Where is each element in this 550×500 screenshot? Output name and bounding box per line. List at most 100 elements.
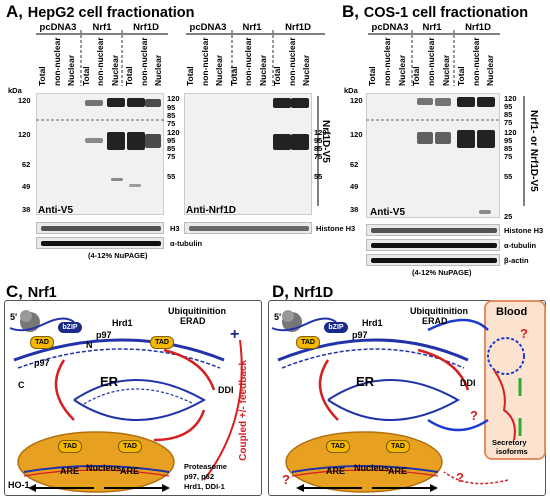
mw-marker: 25 (504, 212, 513, 221)
mw-marker: 120 (167, 128, 180, 137)
panel-b-actin-strip (366, 254, 500, 266)
panel-c-tad-chip: TAD (58, 440, 82, 453)
blot-band (273, 134, 291, 150)
mrna-strand (271, 317, 337, 332)
blot-band (479, 210, 491, 214)
panel-c-tad-chip: TAD (150, 336, 174, 349)
blot-band (145, 134, 161, 148)
panel-c-hrd1: Hrd1 (112, 318, 133, 328)
panel-c-er-label: ER (100, 374, 119, 389)
er-lumen (73, 379, 207, 421)
blot-band (85, 100, 103, 106)
panel-c-ho1: HO-1 (8, 480, 30, 490)
panel-a-antibody-right: Anti-Nrf1D (186, 205, 236, 216)
panel-a-right-group-nrf1d: Nrf1D (285, 22, 311, 33)
arrowhead (162, 484, 170, 492)
panel-b-group-nrf1d: Nrf1D (465, 22, 491, 33)
panel-b-side-label: Nrf1- or Nrf1D-V5 (528, 110, 539, 192)
lane-label: Nuclear (396, 54, 407, 86)
panel-b-blot (366, 93, 500, 218)
panel-b-group-nrf1: Nrf1 (422, 22, 442, 33)
panel-a-group-nrf1: Nrf1 (92, 22, 112, 33)
panel-a-tubulin-label: α-tubulin (170, 239, 203, 248)
arrowhead (296, 484, 304, 492)
arrowhead (28, 484, 36, 492)
panel-b-letter: B, (342, 2, 359, 21)
mw-marker: 85 (167, 144, 176, 153)
blot-band (477, 97, 495, 107)
panel-a-gel-label: (4-12% NuPAGE) (88, 251, 148, 260)
panel-d-hrd1: Hrd1 (362, 318, 383, 328)
blot-band (127, 98, 145, 107)
panel-c-proteasome-3: Hrd1, DDI-1 (184, 482, 225, 491)
panel-c-feedback: Coupled +/- feedback (238, 360, 249, 461)
panel-d-secretory-2: isoforms (496, 447, 528, 456)
panel-c-are-left: ARE (60, 466, 80, 476)
mw-marker: 120 (167, 94, 180, 103)
blot-band (435, 132, 451, 144)
mrna-strand (9, 317, 75, 332)
panel-a-marker-120: 120 (18, 130, 31, 139)
flow-arrow (153, 409, 206, 442)
panel-a-group-underlines (36, 30, 325, 86)
panel-c-letter: C, (6, 282, 23, 301)
panel-a-right-group-pcdna3: pcDNA3 (189, 22, 227, 33)
blot-band (291, 134, 309, 150)
mw-marker: 95 (167, 136, 176, 145)
mw-marker: 120 (350, 130, 363, 139)
secretion-arrow (427, 418, 489, 432)
panel-a-h3-label: H3 (170, 224, 180, 233)
panel-c-are-right: ARE (120, 466, 140, 476)
blot-band (127, 132, 145, 150)
mw-marker: 120 (314, 128, 327, 137)
panel-a-side-bracket (317, 96, 319, 206)
mw-marker: 120 (504, 94, 517, 103)
panel-b-histone-label: Histone H3 (504, 226, 544, 235)
panel-a-marker-38: 38 (22, 205, 31, 214)
dna-strand (23, 465, 170, 473)
mw-marker: 75 (504, 152, 513, 161)
panel-d-are-left: ARE (326, 466, 346, 476)
mw-marker: 85 (167, 111, 176, 120)
panel-d-question-1: ? (282, 472, 290, 487)
panel-b-actin-label: β-actin (504, 256, 529, 265)
panel-c-diagram (9, 310, 243, 493)
panel-a-side-label: Nrf1D-V5 (320, 120, 331, 163)
panel-d-heading: D, Nrf1D (272, 282, 333, 302)
panel-d-tad-chip: TAD (326, 440, 350, 453)
lane-label: Nuclear (441, 54, 451, 86)
ribosome-icon (20, 310, 32, 322)
panel-d-ubiquitin-1: Ubiquitinition (410, 306, 468, 316)
blood-vesicle (487, 337, 525, 375)
panel-d-ubiquitin-2: ERAD (422, 316, 448, 326)
blot-band (417, 98, 433, 105)
panel-a-left-blot-divider (36, 119, 164, 121)
panel-c-ubiquitin-1: Ubiquitinition (168, 306, 226, 316)
nucleus-shape (17, 431, 175, 493)
panel-d-er-label: ER (356, 374, 375, 389)
panel-d-question-2: ? (456, 470, 464, 485)
blot-band (85, 138, 103, 143)
lane-label: Total (455, 66, 466, 86)
er-membrane (281, 348, 465, 369)
panel-d-p97: p97 (352, 330, 368, 340)
panel-a-marker-49: 49 (22, 182, 31, 191)
panel-c-tad-chip: TAD (30, 336, 54, 349)
panel-b-kda-label: kDa (344, 86, 358, 95)
flow-arrow (54, 359, 75, 421)
blot-band (107, 98, 125, 107)
er-membrane (13, 338, 225, 362)
panel-d-blood-label: Blood (496, 306, 528, 318)
mw-marker: 75 (504, 118, 513, 127)
return-curve (443, 471, 509, 485)
panel-c-bzip-chip: bZIP (58, 322, 82, 333)
mw-marker: 49 (350, 182, 359, 191)
panel-a-title: HepG2 cell fractionation (27, 5, 195, 21)
panel-a-marker-120-top: 120 (18, 96, 31, 105)
dna-strand (291, 465, 439, 473)
panel-c-nucleus-label: Nucleus (86, 463, 122, 473)
panel-a-kda-label: kDa (8, 86, 22, 95)
panel-d-are-right: ARE (388, 466, 408, 476)
panel-b-title: COS-1 cell fractionation (363, 5, 529, 21)
panel-c-tad-chip: TAD (118, 440, 142, 453)
